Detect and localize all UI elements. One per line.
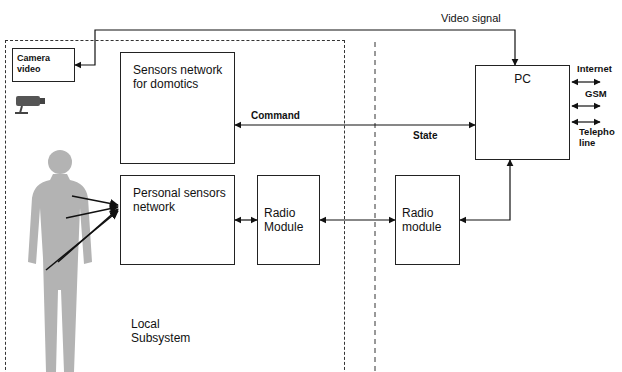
sensor-leads <box>46 196 118 270</box>
camera-icon <box>15 96 45 113</box>
process-box: Personal sensors network <box>120 175 235 265</box>
signal-label: Command <box>250 110 301 122</box>
node-text: Local Subsystem <box>131 317 211 346</box>
camera-box: Camera video <box>12 48 75 82</box>
node-text: Camera video <box>17 53 70 75</box>
boundary-line <box>375 42 376 372</box>
pc-box: PC <box>475 65 570 160</box>
subsystem-region: Local Subsystem Camera video Sensors netwo… <box>5 40 345 372</box>
signal-label: GSM <box>584 89 608 100</box>
connector-arrow <box>460 160 510 220</box>
external-links <box>572 82 600 122</box>
node-text: Radio module <box>402 206 453 235</box>
node-text: PC <box>480 72 565 86</box>
signal-label: Internet <box>576 64 613 75</box>
node-text: Personal sensors network <box>133 186 228 215</box>
connector-arrow <box>235 219 257 220</box>
process-box: Sensors network for domotics <box>120 52 235 164</box>
radio-box: Radio module <box>395 175 460 265</box>
signal-label: Telepho line <box>578 127 620 149</box>
connector-arrow <box>235 124 475 125</box>
signal-label: State <box>412 130 438 142</box>
node-text: Sensors network for domotics <box>133 63 228 92</box>
radio-box: Radio Module <box>257 175 320 265</box>
connector-arrow <box>320 219 395 220</box>
node-text: Radio Module <box>264 206 313 235</box>
signal-label: Video signal <box>440 12 502 25</box>
